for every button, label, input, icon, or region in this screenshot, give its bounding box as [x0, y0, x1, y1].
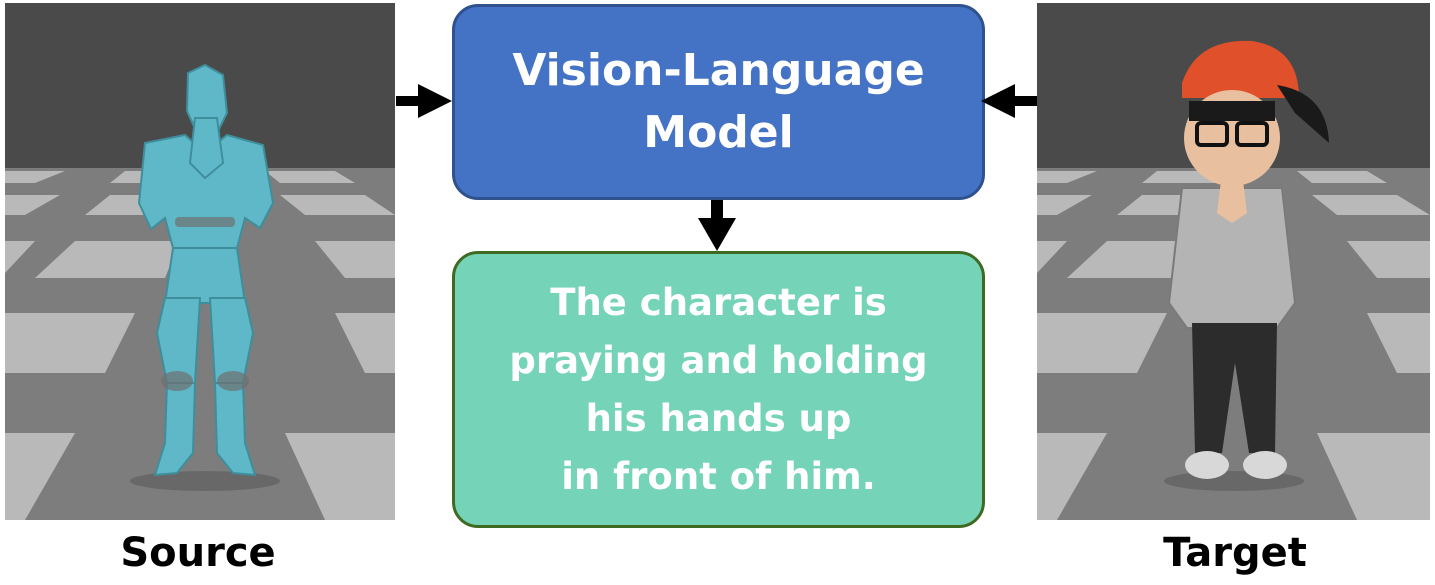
output-line-3: his hands up	[585, 396, 852, 440]
output-line-2: praying and holding	[509, 338, 928, 382]
output-description-box: The character is praying and holding his…	[452, 251, 985, 528]
output-line-1: The character is	[550, 280, 887, 324]
arrow-source-to-model	[396, 84, 452, 118]
output-line-4: in front of him.	[561, 454, 876, 498]
target-scene-illustration	[1037, 3, 1430, 520]
vision-language-model-box: Vision-Language Model	[452, 4, 985, 200]
arrow-model-to-output	[698, 200, 736, 251]
source-scene-illustration	[5, 3, 395, 520]
source-character	[137, 63, 275, 477]
arrow-target-to-model	[981, 84, 1037, 118]
source-render	[5, 3, 395, 520]
target-label: Target	[1163, 530, 1307, 576]
model-box-line-2: Model	[643, 107, 794, 158]
target-render	[1037, 3, 1430, 520]
target-character	[1167, 40, 1329, 479]
source-label: Source	[120, 530, 276, 576]
model-box-line-1: Vision-Language	[512, 45, 925, 96]
